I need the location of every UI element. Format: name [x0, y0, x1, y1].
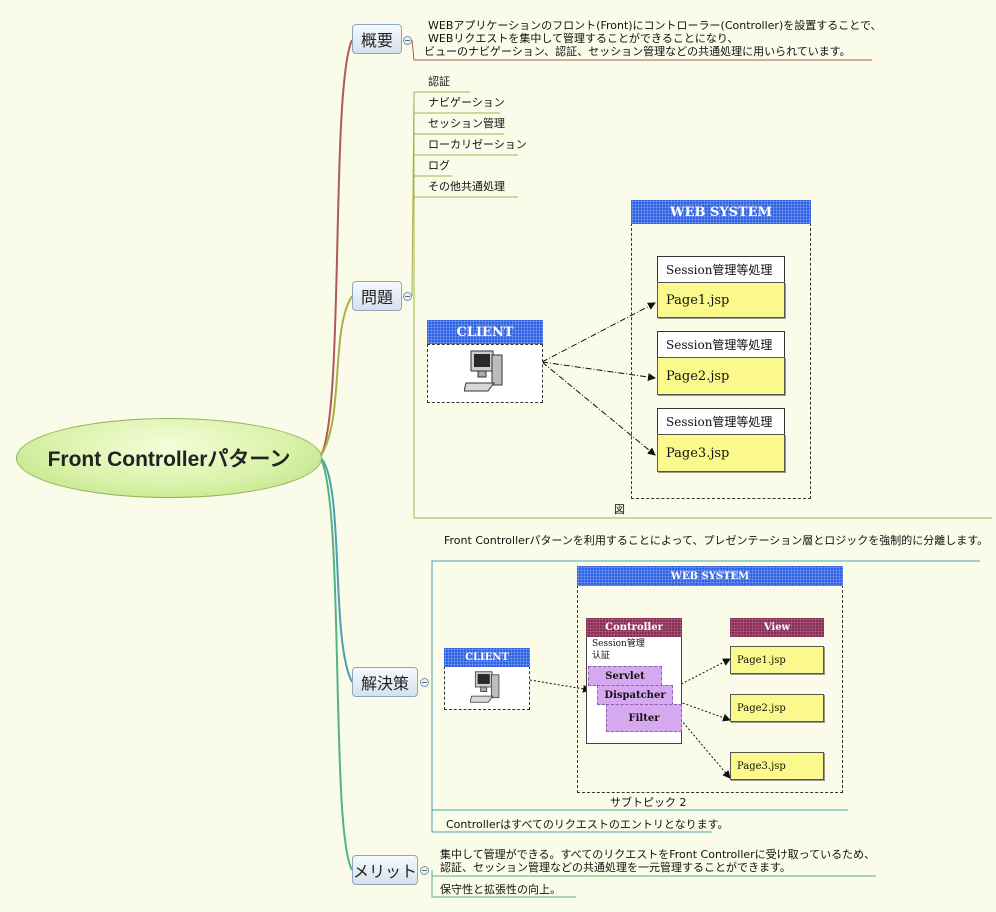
- solution-web-system-header: WEB SYSTEM: [577, 566, 843, 586]
- merit-line-2[interactable]: 認証、セッション管理などの共通処理を一元管理することができます。: [440, 861, 791, 874]
- problem-client-header: CLIENT: [427, 320, 543, 344]
- view-header: View: [730, 618, 824, 637]
- problem-item-session[interactable]: セッション管理: [428, 117, 505, 130]
- controller-session-label: Session管理: [592, 639, 645, 649]
- dispatcher-block: Dispatcher: [597, 685, 673, 705]
- solution-page3-note: Page3.jsp: [730, 752, 824, 780]
- problem-web-system-header: WEB SYSTEM: [631, 200, 811, 224]
- topic-merit[interactable]: メリット: [352, 855, 418, 885]
- problem-item-log[interactable]: ログ: [428, 159, 450, 172]
- overview-line-2[interactable]: WEBリクエストを集中して管理することができることになり、: [428, 32, 739, 45]
- controller-header: Controller: [586, 618, 682, 637]
- problem-figure-caption: 図: [614, 503, 625, 516]
- problem-item-auth[interactable]: 認証: [428, 75, 450, 88]
- topic-solution[interactable]: 解決策: [352, 667, 418, 697]
- problem-item-localization[interactable]: ローカリゼーション: [428, 138, 527, 151]
- merit-line-1[interactable]: 集中して管理ができる。すべてのリクエストをFront Controllerに受け…: [440, 848, 876, 861]
- problem-session-box-2: Session管理等処理: [657, 331, 785, 358]
- solution-client-header: CLIENT: [444, 648, 530, 667]
- problem-session-box-1: Session管理等処理: [657, 256, 785, 283]
- topic-overview[interactable]: 概要: [352, 24, 402, 54]
- topic-problem[interactable]: 問題: [352, 281, 402, 311]
- problem-page1-note: Page1.jsp: [657, 282, 785, 318]
- collapse-toggle-merit[interactable]: [420, 866, 429, 875]
- computer-icon: [470, 671, 500, 703]
- overview-line-1[interactable]: WEBアプリケーションのフロント(Front)にコントローラー(Controll…: [428, 19, 882, 32]
- problem-item-navigation[interactable]: ナビゲーション: [428, 96, 505, 109]
- controller-auth-label: 认証: [592, 651, 611, 661]
- problem-session-box-3: Session管理等処理: [657, 408, 785, 435]
- solution-subtopic-caption: サブトピック 2: [610, 796, 687, 809]
- computer-icon: [464, 350, 503, 392]
- solution-note[interactable]: Controllerはすべてのリクエストのエントリとなります。: [446, 818, 729, 831]
- problem-page2-note: Page2.jsp: [657, 357, 785, 395]
- solution-page2-note: Page2.jsp: [730, 694, 824, 722]
- servlet-block: Servlet: [588, 666, 662, 686]
- collapse-toggle-overview[interactable]: [403, 36, 412, 45]
- collapse-toggle-solution[interactable]: [420, 678, 429, 687]
- overview-line-3[interactable]: ビューのナビゲーション、認証、セッション管理などの共通処理に用いられています。: [424, 45, 851, 58]
- filter-block: Filter: [606, 704, 682, 732]
- solution-intro[interactable]: Front Controllerパターンを利用することによって、プレゼンテーショ…: [444, 534, 989, 547]
- collapse-toggle-problem[interactable]: [403, 292, 412, 301]
- central-topic[interactable]: Front Controllerパターン: [16, 418, 322, 498]
- merit-maintainability[interactable]: 保守性と拡張性の向上。: [440, 883, 561, 896]
- solution-page1-note: Page1.jsp: [730, 646, 824, 674]
- problem-item-other[interactable]: その他共通処理: [428, 180, 505, 193]
- problem-page3-note: Page3.jsp: [657, 434, 785, 472]
